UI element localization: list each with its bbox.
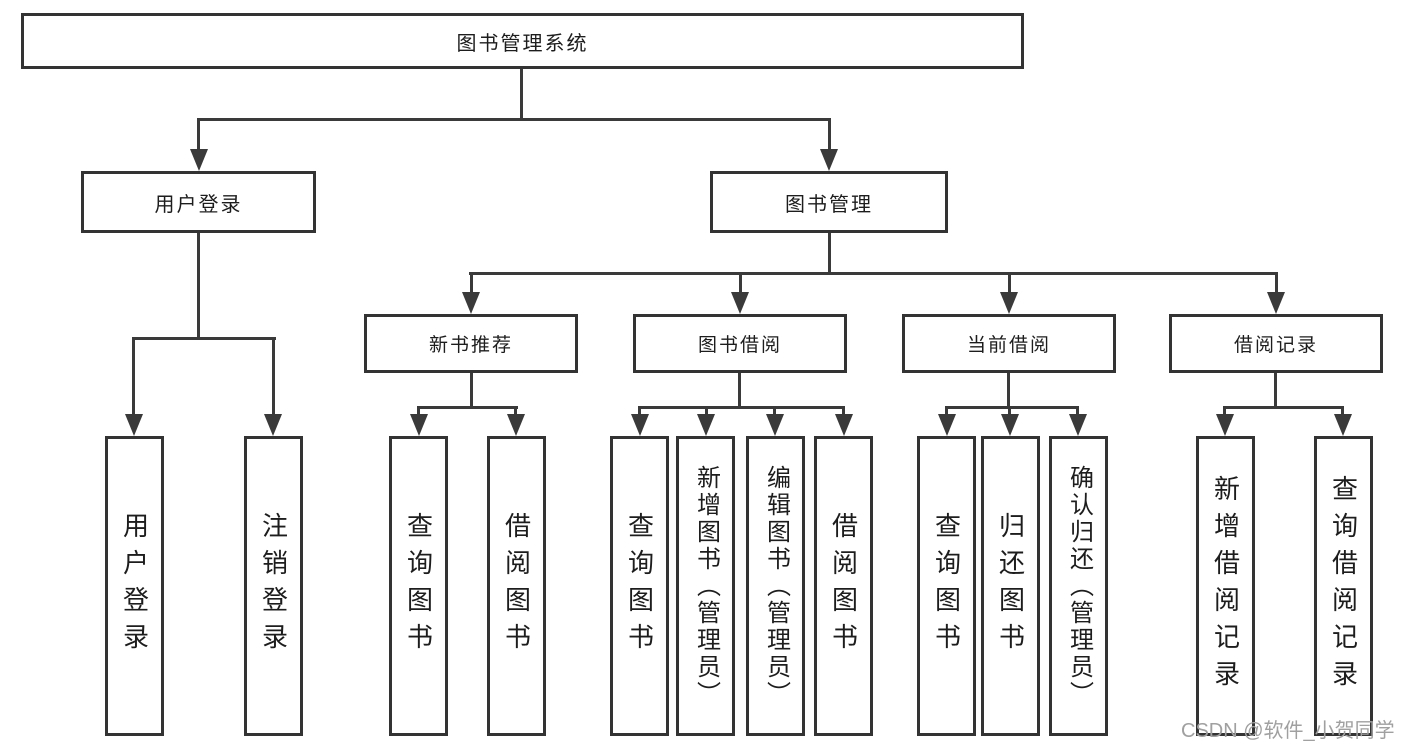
leaf-bb-borrow-book: 借阅图书 bbox=[814, 436, 873, 736]
connector-line bbox=[945, 406, 1079, 409]
connector-line bbox=[705, 406, 708, 420]
leaf-rec-borrow-book-label: 借阅图书 bbox=[501, 512, 532, 660]
leaf-rec-query-book-label: 查询图书 bbox=[403, 512, 434, 660]
arrowhead-down-icon bbox=[1069, 414, 1087, 436]
connector-line bbox=[1008, 406, 1011, 420]
node-book-management: 图书管理 bbox=[710, 171, 948, 233]
node-current-borrow-label: 当前借阅 bbox=[966, 335, 1051, 356]
connector-line bbox=[198, 118, 831, 121]
connector-line bbox=[520, 68, 523, 121]
connector-line bbox=[842, 406, 845, 420]
node-root-label: 图书管理系统 bbox=[456, 32, 589, 55]
leaf-bb-add-book: 新增图书（管理员） bbox=[676, 436, 735, 736]
node-new-book-recommend-label: 新书推荐 bbox=[428, 335, 513, 356]
arrowhead-down-icon bbox=[697, 414, 715, 436]
leaf-bb-query-book-label: 查询图书 bbox=[624, 512, 655, 660]
connector-line bbox=[132, 337, 135, 419]
arrowhead-down-icon bbox=[1000, 292, 1018, 314]
arrowhead-down-icon bbox=[125, 414, 143, 436]
connector-line bbox=[1275, 272, 1278, 297]
connector-line bbox=[1007, 371, 1010, 408]
arrowhead-down-icon bbox=[1334, 414, 1352, 436]
arrowhead-down-icon bbox=[631, 414, 649, 436]
connector-line bbox=[1274, 371, 1277, 408]
leaf-bb-add-book-label: 新增图书（管理员） bbox=[692, 464, 720, 708]
connector-line bbox=[638, 406, 845, 409]
leaf-rec-query-book: 查询图书 bbox=[389, 436, 448, 736]
connector-line bbox=[638, 406, 641, 420]
connector-line bbox=[1076, 406, 1079, 420]
node-borrow-record: 借阅记录 bbox=[1169, 314, 1383, 373]
leaf-user-login: 用户登录 bbox=[105, 436, 164, 736]
node-book-management-label: 图书管理 bbox=[785, 193, 873, 216]
arrowhead-down-icon bbox=[820, 149, 838, 171]
arrowhead-down-icon bbox=[264, 414, 282, 436]
leaf-bb-borrow-book-label: 借阅图书 bbox=[828, 512, 859, 660]
leaf-rec-borrow-book: 借阅图书 bbox=[487, 436, 546, 736]
leaf-cb-return-book: 归还图书 bbox=[981, 436, 1040, 736]
node-book-borrow-label: 图书借阅 bbox=[697, 335, 782, 356]
connector-line bbox=[738, 371, 741, 408]
arrowhead-down-icon bbox=[190, 149, 208, 171]
leaf-bb-query-book: 查询图书 bbox=[610, 436, 669, 736]
leaf-bb-edit-book: 编辑图书（管理员） bbox=[746, 436, 805, 736]
node-root: 图书管理系统 bbox=[21, 13, 1024, 69]
node-new-book-recommend: 新书推荐 bbox=[364, 314, 578, 373]
connector-line bbox=[197, 233, 200, 339]
connector-line bbox=[272, 337, 275, 419]
connector-line bbox=[417, 406, 420, 420]
leaf-cb-return-book-label: 归还图书 bbox=[995, 512, 1026, 660]
leaf-cb-confirm-return: 确认归还（管理员） bbox=[1049, 436, 1108, 736]
connector-line bbox=[739, 272, 742, 297]
arrowhead-down-icon bbox=[766, 414, 784, 436]
arrowhead-down-icon bbox=[1001, 414, 1019, 436]
arrowhead-down-icon bbox=[731, 292, 749, 314]
node-user-login: 用户登录 bbox=[81, 171, 316, 233]
connector-line bbox=[418, 406, 518, 409]
connector-line bbox=[828, 118, 831, 156]
connector-line bbox=[1223, 406, 1344, 409]
connector-line bbox=[1008, 272, 1011, 297]
leaf-br-query-record: 查询借阅记录 bbox=[1314, 436, 1373, 736]
arrowhead-down-icon bbox=[1216, 414, 1234, 436]
arrowhead-down-icon bbox=[835, 414, 853, 436]
arrowhead-down-icon bbox=[410, 414, 428, 436]
arrowhead-down-icon bbox=[938, 414, 956, 436]
watermark: CSDN @软件_小贺同学 bbox=[1181, 720, 1395, 742]
leaf-logout-label: 注销登录 bbox=[258, 512, 289, 660]
connector-line bbox=[945, 406, 948, 420]
connector-line bbox=[773, 406, 776, 420]
connector-line bbox=[469, 272, 1278, 275]
connector-line bbox=[470, 371, 473, 408]
node-user-login-label: 用户登录 bbox=[154, 193, 243, 216]
leaf-logout: 注销登录 bbox=[244, 436, 303, 736]
connector-line bbox=[197, 118, 200, 156]
leaf-br-add-record-label: 新增借阅记录 bbox=[1210, 475, 1241, 697]
connector-line bbox=[1223, 406, 1226, 420]
connector-line bbox=[470, 272, 473, 297]
arrowhead-down-icon bbox=[507, 414, 525, 436]
arrowhead-down-icon bbox=[1267, 292, 1285, 314]
leaf-br-add-record: 新增借阅记录 bbox=[1196, 436, 1255, 736]
leaf-bb-edit-book-label: 编辑图书（管理员） bbox=[762, 464, 790, 708]
node-book-borrow: 图书借阅 bbox=[633, 314, 847, 373]
leaf-user-login-label: 用户登录 bbox=[119, 512, 150, 660]
leaf-cb-query-book-label: 查询图书 bbox=[931, 512, 962, 660]
node-borrow-record-label: 借阅记录 bbox=[1233, 335, 1318, 356]
connector-line bbox=[514, 406, 517, 420]
connector-line bbox=[1341, 406, 1344, 420]
connector-line bbox=[133, 337, 276, 340]
leaf-cb-query-book: 查询图书 bbox=[917, 436, 976, 736]
arrowhead-down-icon bbox=[462, 292, 480, 314]
node-current-borrow: 当前借阅 bbox=[902, 314, 1116, 373]
leaf-cb-confirm-return-label: 确认归还（管理员） bbox=[1065, 464, 1093, 708]
leaf-br-query-record-label: 查询借阅记录 bbox=[1328, 475, 1359, 697]
connector-line bbox=[828, 233, 831, 274]
